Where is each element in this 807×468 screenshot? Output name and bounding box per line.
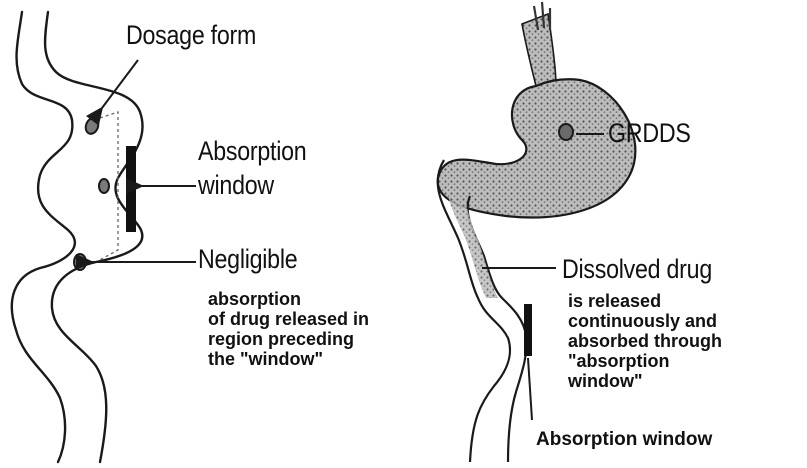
dosage-form-capsules: [74, 116, 109, 270]
dosage-form-label: Dosage form: [126, 20, 256, 50]
absorption-window-bar-left: [126, 146, 136, 232]
dissolved-drug-label: Dissolved drug: [562, 254, 712, 284]
capsule-top: [84, 116, 101, 135]
right-stomach: [438, 2, 636, 462]
dissolved-note-line1: is released: [568, 292, 661, 311]
absorption-window-label-line2: window: [198, 170, 274, 200]
grdds-capsule: [559, 124, 573, 140]
grdds-label: GRDDS: [608, 118, 691, 148]
negligible-note-line1: absorption: [208, 290, 301, 309]
intestine-inner-wall: [45, 12, 142, 462]
absorption-window-bar-right: [524, 304, 532, 356]
absorption-window-bottom-pointer: [528, 358, 532, 420]
capsule-bottom: [74, 254, 86, 270]
negligible-note-line3: region preceding: [208, 330, 354, 349]
capsule-middle: [99, 179, 109, 193]
absorption-window-label-line1: Absorption: [198, 136, 306, 166]
negligible-note-line2: of drug released in: [208, 310, 369, 329]
dissolved-note-line5: window": [568, 372, 643, 391]
negligible-label: Negligible: [198, 244, 297, 274]
dissolved-note-line2: continuously and: [568, 312, 717, 331]
stomach-body: [438, 79, 636, 217]
absorption-window-bottom-label: Absorption window: [536, 430, 712, 449]
dissolved-note-line4: "absorption: [568, 352, 670, 371]
negligible-note-line4: the "window": [208, 350, 323, 369]
dissolved-note-line3: absorbed through: [568, 332, 722, 351]
